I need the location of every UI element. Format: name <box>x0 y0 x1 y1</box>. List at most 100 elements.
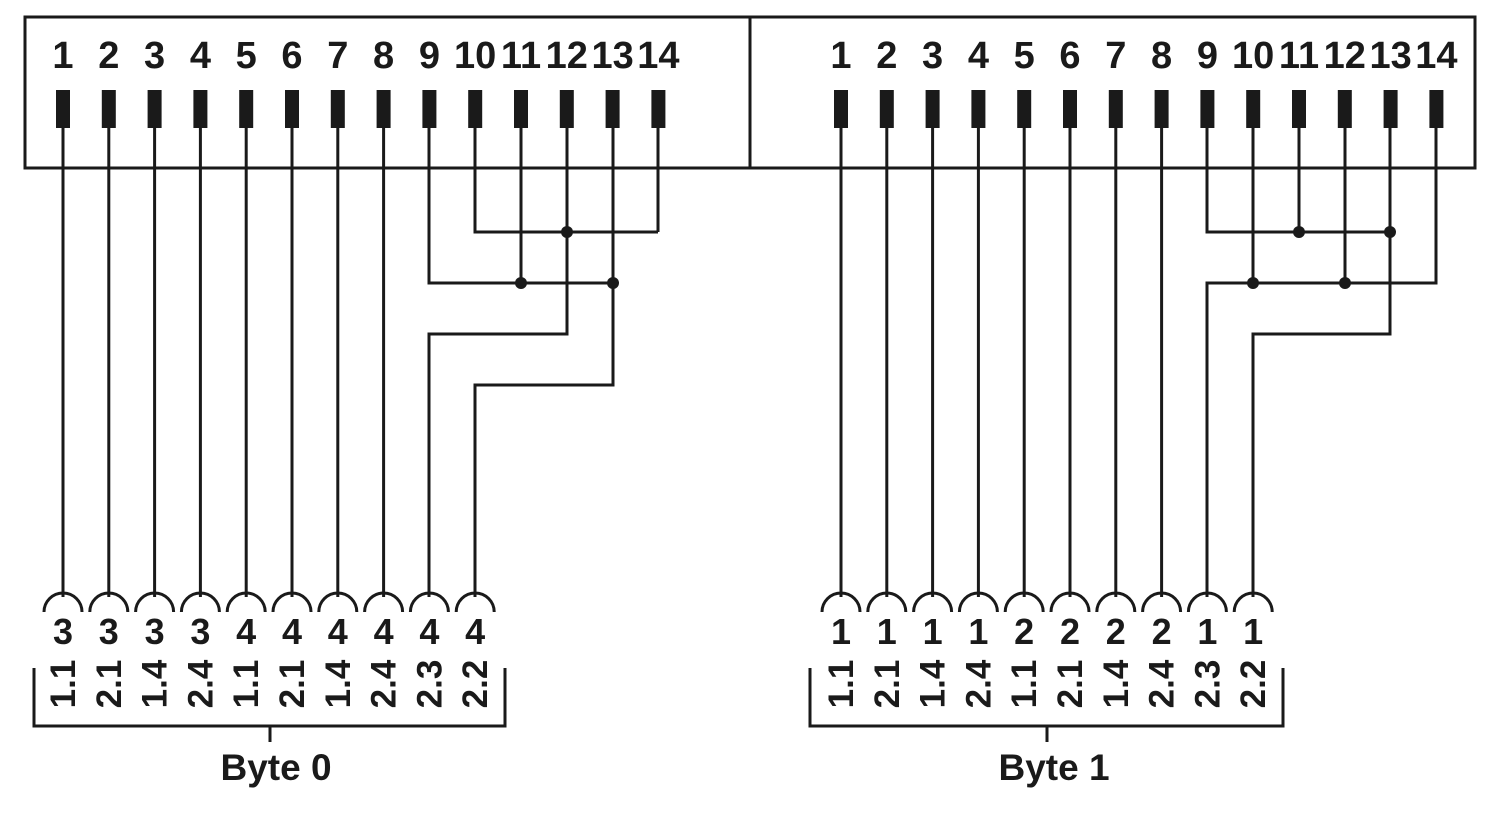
connector-number: 3 <box>99 611 119 652</box>
pin-terminal <box>193 90 208 128</box>
connector-number: 1 <box>877 611 897 652</box>
pin-number-label: 13 <box>1369 35 1411 77</box>
junctions <box>515 226 1396 289</box>
right-wire-pin14 <box>1205 127 1438 597</box>
pin-terminal <box>330 90 345 128</box>
pin-terminal <box>101 90 116 128</box>
pin-terminal <box>285 90 299 128</box>
pin-number-label: 2 <box>98 35 119 77</box>
pin-terminal <box>1154 90 1169 128</box>
connector-arc <box>317 591 359 613</box>
pin-terminal <box>1429 90 1444 128</box>
pin-terminal <box>1246 90 1261 128</box>
pin-terminal <box>147 90 162 128</box>
pin-number-label: 3 <box>144 35 165 77</box>
pin-number-label: 8 <box>373 35 394 77</box>
connector-terminal-label: 2.4 <box>365 659 404 708</box>
pin-number-label: 10 <box>454 35 496 77</box>
left-wire-pin13 <box>473 127 615 597</box>
pin-terminal <box>1108 90 1123 128</box>
connector-number: 2 <box>1014 611 1034 652</box>
pin-terminal <box>514 90 528 128</box>
connector-arc <box>1141 591 1183 613</box>
pin-terminal <box>879 90 894 128</box>
connector-number: 1 <box>831 611 851 652</box>
connector-number: 1 <box>1243 611 1263 652</box>
junction-dot <box>1384 226 1396 238</box>
junction-dot <box>515 277 527 289</box>
junction-dot <box>1339 277 1351 289</box>
pin-number-label: 3 <box>922 35 943 77</box>
connector-arc <box>363 591 405 613</box>
connector-terminal-label: 1.4 <box>319 659 358 708</box>
pin-number-label: 12 <box>546 35 588 77</box>
pin-terminal <box>925 90 940 128</box>
connector-terminal-label: 2.3 <box>1188 660 1227 709</box>
pin-number-label: 11 <box>501 35 541 77</box>
connector-number: 2 <box>1152 611 1172 652</box>
connector-arc <box>88 591 130 613</box>
byte-1-label: Byte 1 <box>998 747 1109 788</box>
connector-number: 4 <box>282 611 302 652</box>
connector-arc <box>1049 591 1091 613</box>
junction-dot <box>1293 226 1305 238</box>
pin-terminal <box>1383 90 1398 128</box>
pin-number-label: 4 <box>968 35 989 77</box>
left-straight-wires <box>61 127 386 597</box>
pin-number-label: 14 <box>1415 35 1457 77</box>
junction-dot <box>561 226 573 238</box>
connector-terminal-label: 2.1 <box>273 660 312 709</box>
pin-number-label: 1 <box>52 35 73 77</box>
pin-number-label: 8 <box>1151 35 1172 77</box>
connector-arc <box>1232 591 1274 613</box>
connector-number: 1 <box>923 611 943 652</box>
right-straight-wires <box>839 127 1164 597</box>
connector-arc <box>1003 591 1045 613</box>
connector-number: 2 <box>1060 611 1080 652</box>
connector-number: 4 <box>419 611 439 652</box>
connector-number: 4 <box>328 611 348 652</box>
left-wire-pin9 <box>427 127 613 285</box>
connector-terminal-label: 1.1 <box>1005 660 1044 709</box>
connector-terminal-label: 2.1 <box>1051 660 1090 709</box>
pin-number-label: 5 <box>236 35 257 77</box>
pin-terminal <box>422 90 437 128</box>
connector-terminal-label: 1.1 <box>227 660 266 709</box>
connector-arc <box>179 591 221 613</box>
connector-arc <box>957 591 999 613</box>
pin-number-label: 2 <box>876 35 897 77</box>
pin-number-label: 13 <box>591 35 633 77</box>
pin-terminal <box>1200 90 1215 128</box>
pin-terminal <box>971 90 986 128</box>
connector-number: 4 <box>236 611 256 652</box>
junction-dot <box>607 277 619 289</box>
connector-number: 3 <box>53 611 73 652</box>
pin-number-label: 4 <box>190 35 211 77</box>
connector-terminal-label: 2.4 <box>1143 659 1182 708</box>
connector-arc <box>271 591 313 613</box>
connector-terminal-label: 2.4 <box>959 659 998 708</box>
pin-terminal <box>1337 90 1352 128</box>
connector-arc <box>42 591 84 613</box>
junction-dot <box>1247 277 1259 289</box>
pin-number-label: 7 <box>1105 35 1126 77</box>
connector-terminal-label: 1.4 <box>914 659 953 708</box>
wiring <box>61 127 1438 597</box>
connector-terminal-label: 1.4 <box>136 659 175 708</box>
connector-terminal-label: 1.4 <box>1097 659 1136 708</box>
pin-terminal <box>56 90 70 128</box>
pin-terminal <box>1017 90 1032 128</box>
left-wire-pin12 <box>427 127 569 597</box>
right-wire-pin9 <box>1205 127 1390 234</box>
right-wire-pin13 <box>1251 127 1392 597</box>
connector-number: 4 <box>374 611 394 652</box>
connector-terminal-label: 2.3 <box>410 660 449 709</box>
connector-arc <box>820 591 862 613</box>
connector-terminal-label: 2.1 <box>90 660 129 709</box>
connector-number: 3 <box>190 611 210 652</box>
byte-0-label: Byte 0 <box>220 747 331 788</box>
connector-terminal-label: 1.1 <box>44 660 83 709</box>
